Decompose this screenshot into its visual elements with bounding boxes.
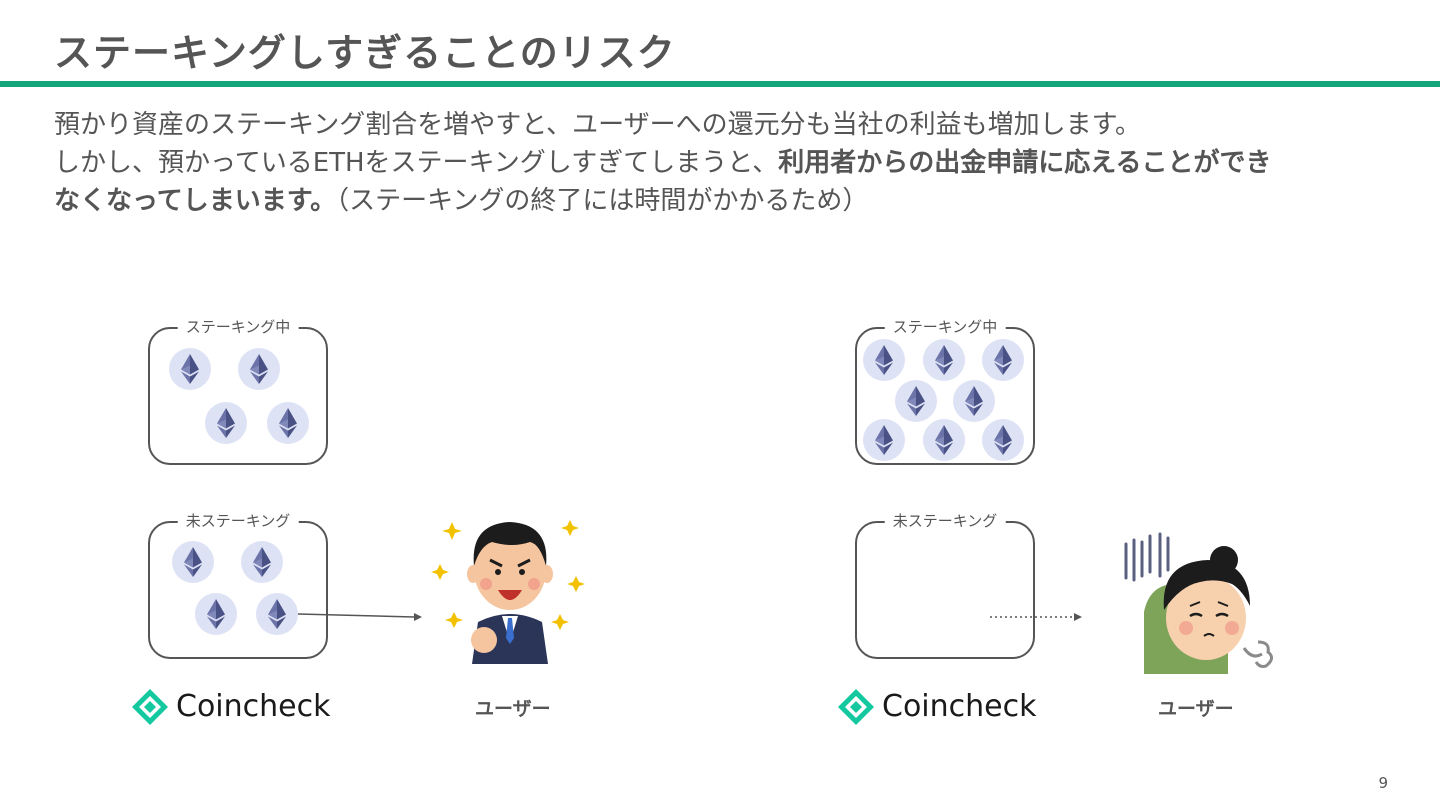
unstaked-label-left: 未ステーキング: [177, 511, 299, 531]
staking-label-right: ステーキング中: [884, 317, 1006, 337]
ethereum-coin-icon: [205, 402, 247, 444]
happy-user-icon: [431, 520, 585, 664]
ethereum-coin-icon: [982, 339, 1024, 381]
body-line-1: 預かり資産のステーキング割合を増やすと、ユーザーへの還元分も当社の利益も増加しま…: [54, 110, 1142, 140]
unstaked-label-right: 未ステーキング: [884, 511, 1006, 531]
ethereum-coin-icon: [172, 541, 214, 583]
staking-box-right: ステーキング中: [855, 317, 1035, 465]
coincheck-logo-icon: [132, 689, 168, 725]
unstaked-box-right: 未ステーキング: [855, 511, 1035, 659]
body-text: 預かり資産のステーキング割合を増やすと、ユーザーへの還元分も当社の利益も増加しま…: [54, 106, 1394, 220]
exchange-name-right: Coincheck: [882, 689, 1037, 724]
user-label-right: ユーザー: [1158, 698, 1234, 720]
sad-user-icon: [1124, 532, 1273, 674]
withdraw-arrow-right: [990, 613, 1082, 621]
ethereum-coin-icon: [895, 380, 937, 422]
staking-label-left: ステーキング中: [177, 317, 299, 337]
title-divider: [0, 81, 1440, 87]
ethereum-coin-icon: [169, 348, 211, 390]
body-line-2-normal: しかし、預かっているETHをステーキングしすぎてしまうと、: [54, 148, 779, 178]
ethereum-coin-icon: [953, 380, 995, 422]
staking-box-left: ステーキング中: [148, 317, 328, 465]
ethereum-coin-icon: [256, 593, 298, 635]
body-line-3: なくなってしまいます。（ステーキングの終了には時間がかかるため）: [54, 182, 1394, 220]
withdraw-arrow-left: [297, 613, 422, 621]
ethereum-coin-icon: [863, 339, 905, 381]
body-line-2-bold: 利用者からの出金申請に応えることができ: [778, 148, 1272, 178]
ethereum-coin-icon: [238, 348, 280, 390]
unstaked-box-left: 未ステーキング: [148, 511, 328, 659]
ethereum-coin-icon: [267, 402, 309, 444]
ethereum-coin-icon: [863, 419, 905, 461]
page-number: 9: [1378, 774, 1388, 792]
ethereum-coin-icon: [923, 339, 965, 381]
slide-title: ステーキングしすぎることのリスク: [54, 31, 676, 75]
exchange-name-left: Coincheck: [176, 689, 331, 724]
user-label-left: ユーザー: [475, 698, 551, 720]
body-line-3-normal: （ステーキングの終了には時間がかかるため）: [336, 186, 869, 216]
ethereum-coin-icon: [241, 541, 283, 583]
ethereum-coin-icon: [923, 419, 965, 461]
body-line-2: しかし、預かっているETHをステーキングしすぎてしまうと、利用者からの出金申請に…: [54, 144, 1394, 182]
ethereum-coin-icon: [195, 593, 237, 635]
coincheck-logo-icon: [838, 689, 874, 725]
body-line-3-bold: なくなってしまいます。: [54, 186, 337, 216]
ethereum-coin-icon: [982, 419, 1024, 461]
